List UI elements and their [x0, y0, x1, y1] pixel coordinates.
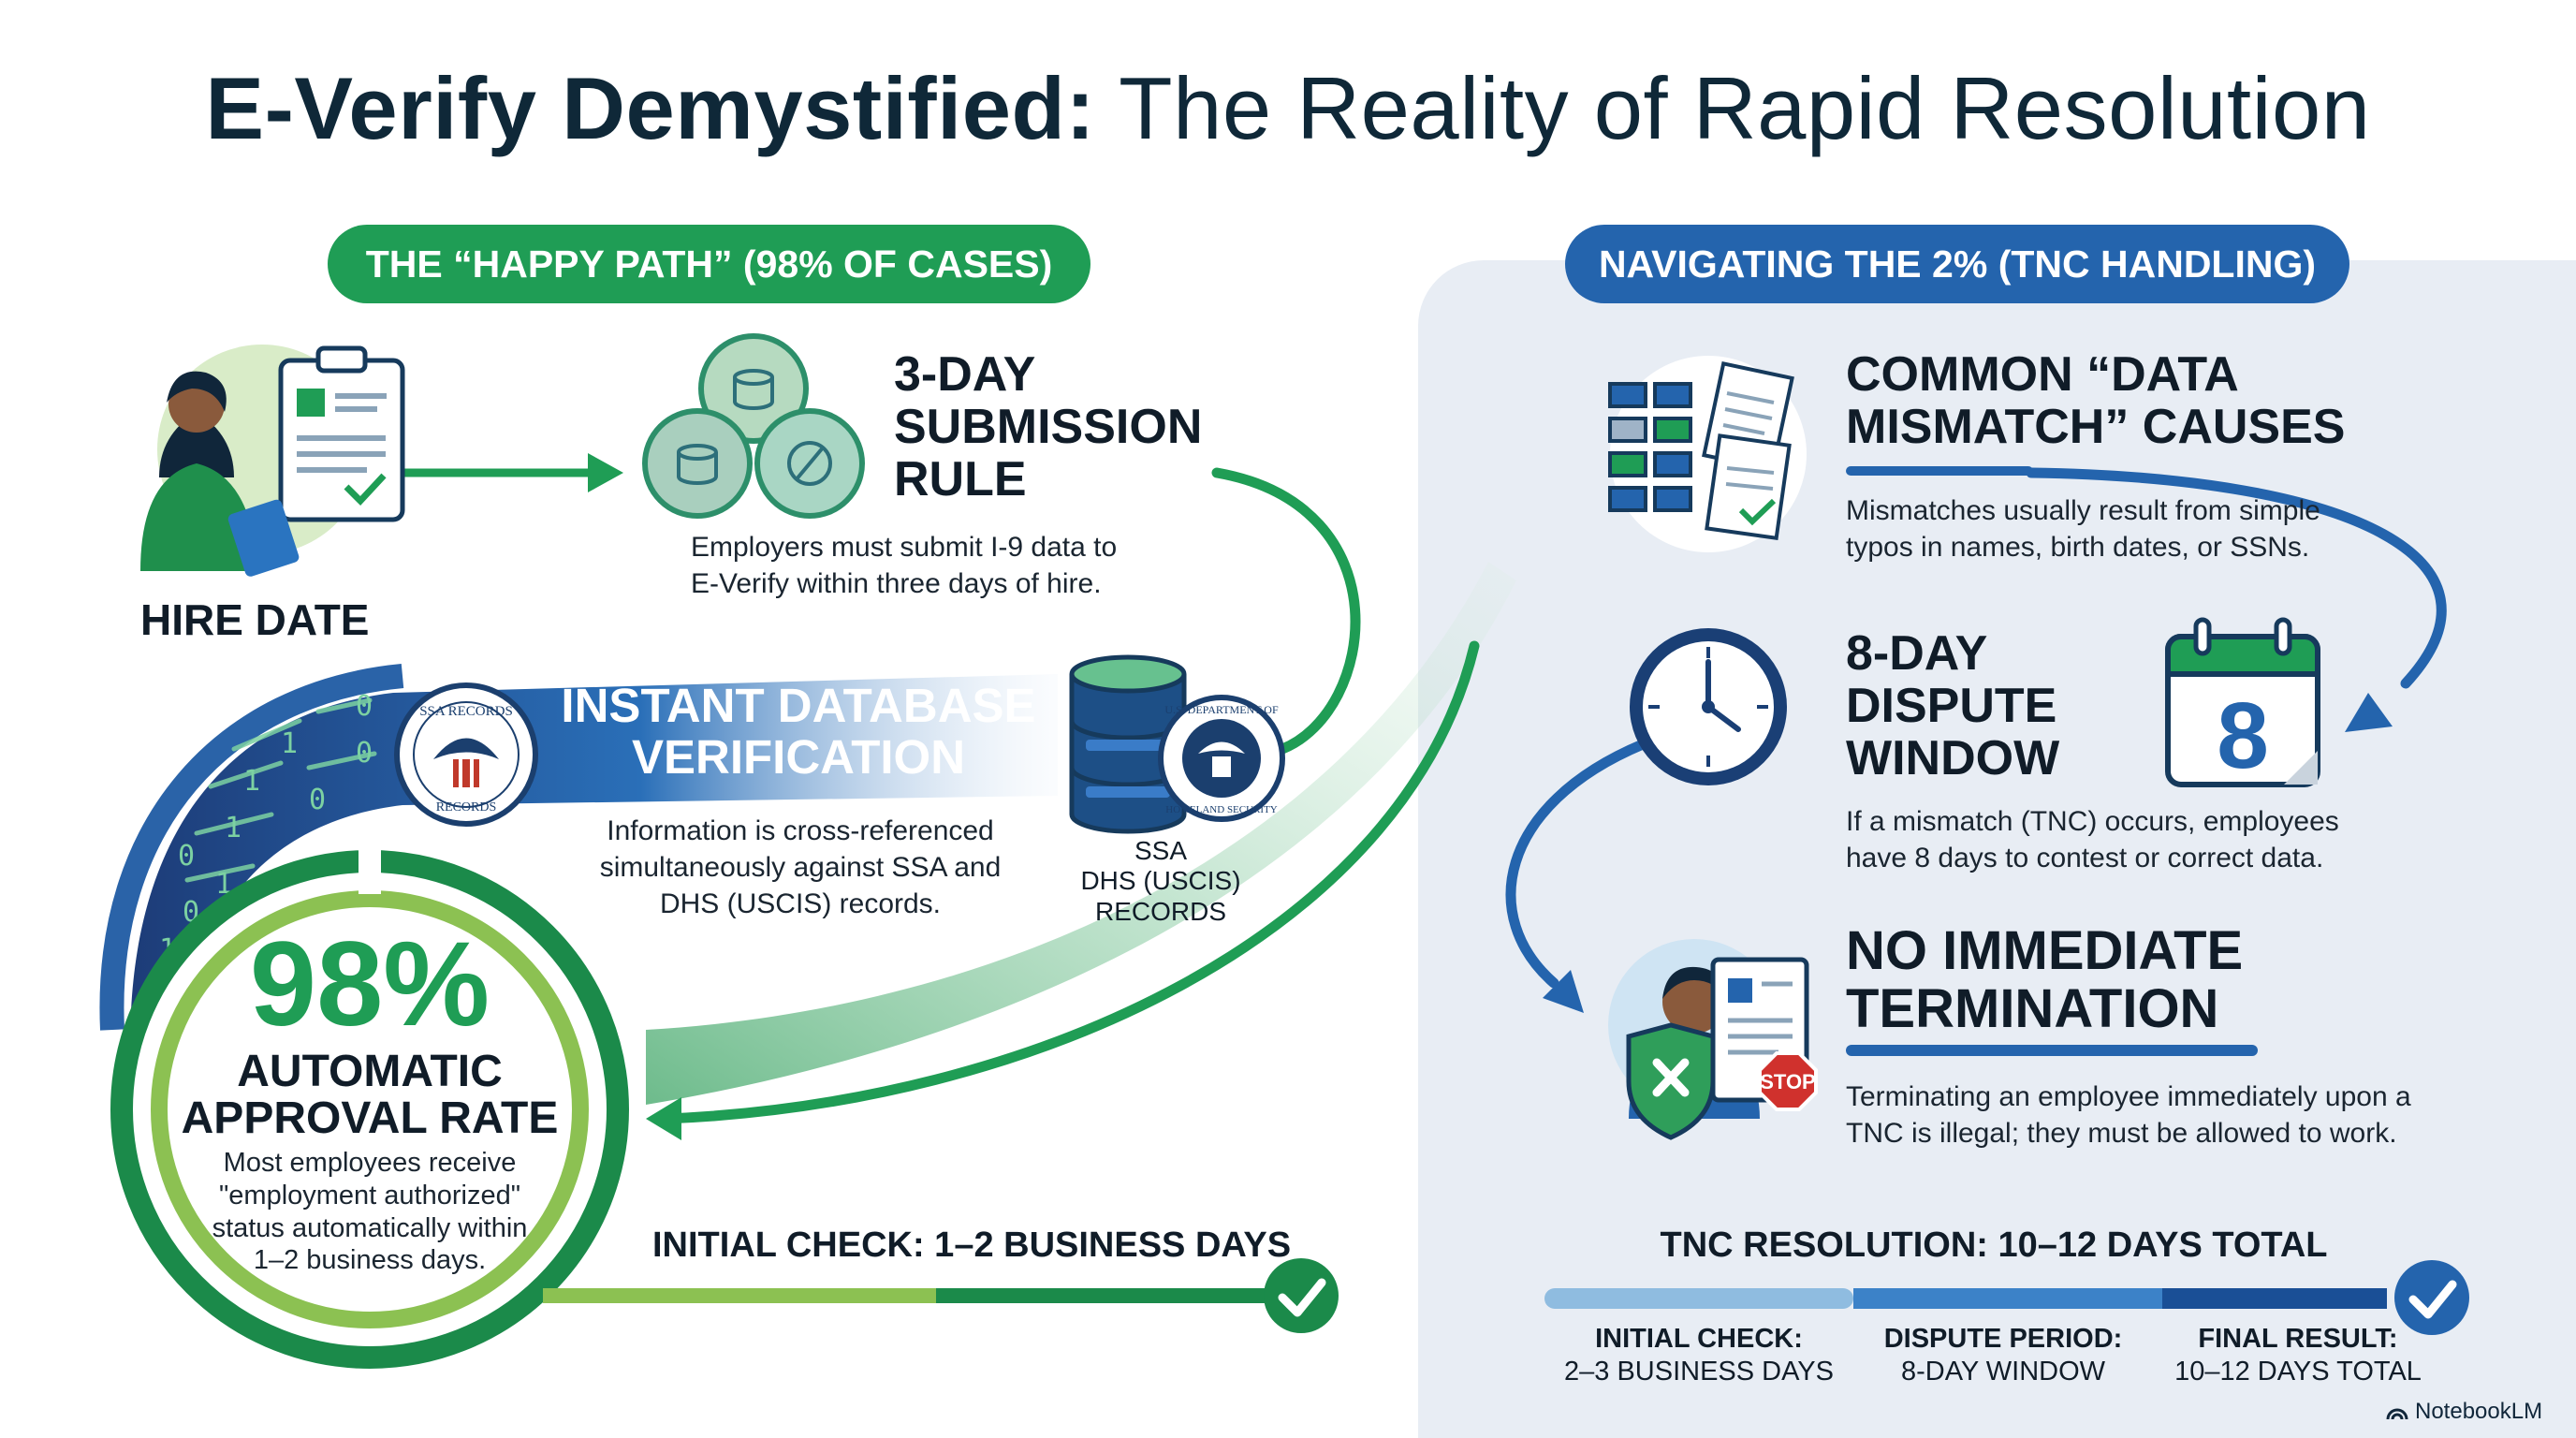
- page-title-rest: The Reality of Rapid Resolution: [1119, 59, 2371, 157]
- tnc-stage-3: FINAL RESULT: 10–12 DAYS TOTAL: [2174, 1324, 2422, 1387]
- database-heading: INSTANT DATABASE VERIFICATION: [561, 679, 1036, 785]
- database-server-icon: U.S. DEPARTMENT OF HOMELAND SECURITY: [1069, 654, 1285, 834]
- tnc-stage-2: DISPUTE PERIOD: 8-DAY WINDOW: [1883, 1324, 2123, 1387]
- submission-icon: [642, 333, 865, 519]
- page-title-bold: E-Verify Demystified:: [205, 59, 1096, 157]
- submission-heading: 3-DAY SUBMISSION RULE: [894, 347, 1203, 507]
- hire-date-illustration: [140, 345, 405, 577]
- tnc-timeline-title: TNC RESOLUTION: 10–12 DAYS TOTAL: [1660, 1225, 2328, 1265]
- tnc-stage-1: INITIAL CHECK: 2–3 BUSINESS DAYS: [1564, 1324, 1834, 1387]
- check-circle-icon-tnc: [2394, 1260, 2469, 1335]
- employee-figure-icon: [140, 371, 300, 577]
- hire-date-label: HIRE DATE: [140, 595, 370, 644]
- submission-body: Employers must submit I-9 data to E-Veri…: [691, 532, 1118, 599]
- mismatch-heading: COMMON “DATA MISMATCH” CAUSES: [1846, 347, 2346, 455]
- clipboard-icon: [278, 345, 405, 522]
- stop-sign-icon: [1758, 1051, 1818, 1111]
- clock-icon: [1630, 628, 1787, 785]
- approval-body: Most employees receive "employment autho…: [212, 1148, 528, 1276]
- dispute-body: If a mismatch (TNC) occurs, employees ha…: [1846, 806, 2339, 873]
- dhs-seal-bottom: HOMELAND SECURITY: [1165, 804, 1278, 815]
- database-body: Information is cross-referenced simultan…: [599, 815, 1002, 919]
- termination-body: Terminating an employee immediately upon…: [1846, 1081, 2411, 1149]
- data-mismatch-icon: [1608, 356, 1807, 552]
- dhs-seal-icon: U.S. DEPARTMENT OF HOMELAND SECURITY: [1158, 695, 1285, 822]
- stop-sign-text: STOP: [1760, 1070, 1816, 1093]
- dispute-heading: 8-DAY DISPUTE WINDOW: [1846, 626, 2060, 786]
- mismatch-body: Mismatches usually result from simple ty…: [1846, 495, 2320, 563]
- calendar-icon: 8: [2165, 617, 2320, 788]
- ssa-seal-icon: SSA RECORDS RECORDS: [394, 682, 538, 827]
- termination-heading: NO IMMEDIATE TERMINATION: [1846, 920, 2244, 1040]
- tnc-timeline-bar: [1544, 1260, 2469, 1335]
- no-termination-icon: STOP: [1608, 939, 1818, 1140]
- happy-path-pill: THE “HAPPY PATH” (98% OF CASES): [328, 225, 1090, 303]
- page-title: E-Verify Demystified: The Reality of Rap…: [0, 58, 2576, 159]
- approval-heading: AUTOMATIC APPROVAL RATE: [181, 1047, 559, 1144]
- records-label: SSA DHS (USCIS) RECORDS: [1080, 836, 1241, 926]
- calendar-number: 8: [2217, 683, 2269, 788]
- ssa-seal-bottom: RECORDS: [436, 800, 497, 814]
- approval-ring: [110, 847, 629, 1369]
- approval-percent: 98%: [249, 917, 490, 1051]
- notebooklm-icon: [2386, 1408, 2408, 1420]
- check-circle-icon: [1264, 1258, 1339, 1333]
- dhs-seal-top: U.S. DEPARTMENT OF: [1164, 703, 1279, 716]
- tnc-handling-pill: NAVIGATING THE 2% (TNC HANDLING): [1565, 225, 2349, 303]
- initial-check-label: INITIAL CHECK: 1–2 BUSINESS DAYS: [652, 1225, 1292, 1265]
- ssa-seal-top: SSA RECORDS: [419, 704, 513, 719]
- notebooklm-logo: NotebookLM: [2385, 1399, 2542, 1425]
- initial-check-bar: [543, 1258, 1339, 1333]
